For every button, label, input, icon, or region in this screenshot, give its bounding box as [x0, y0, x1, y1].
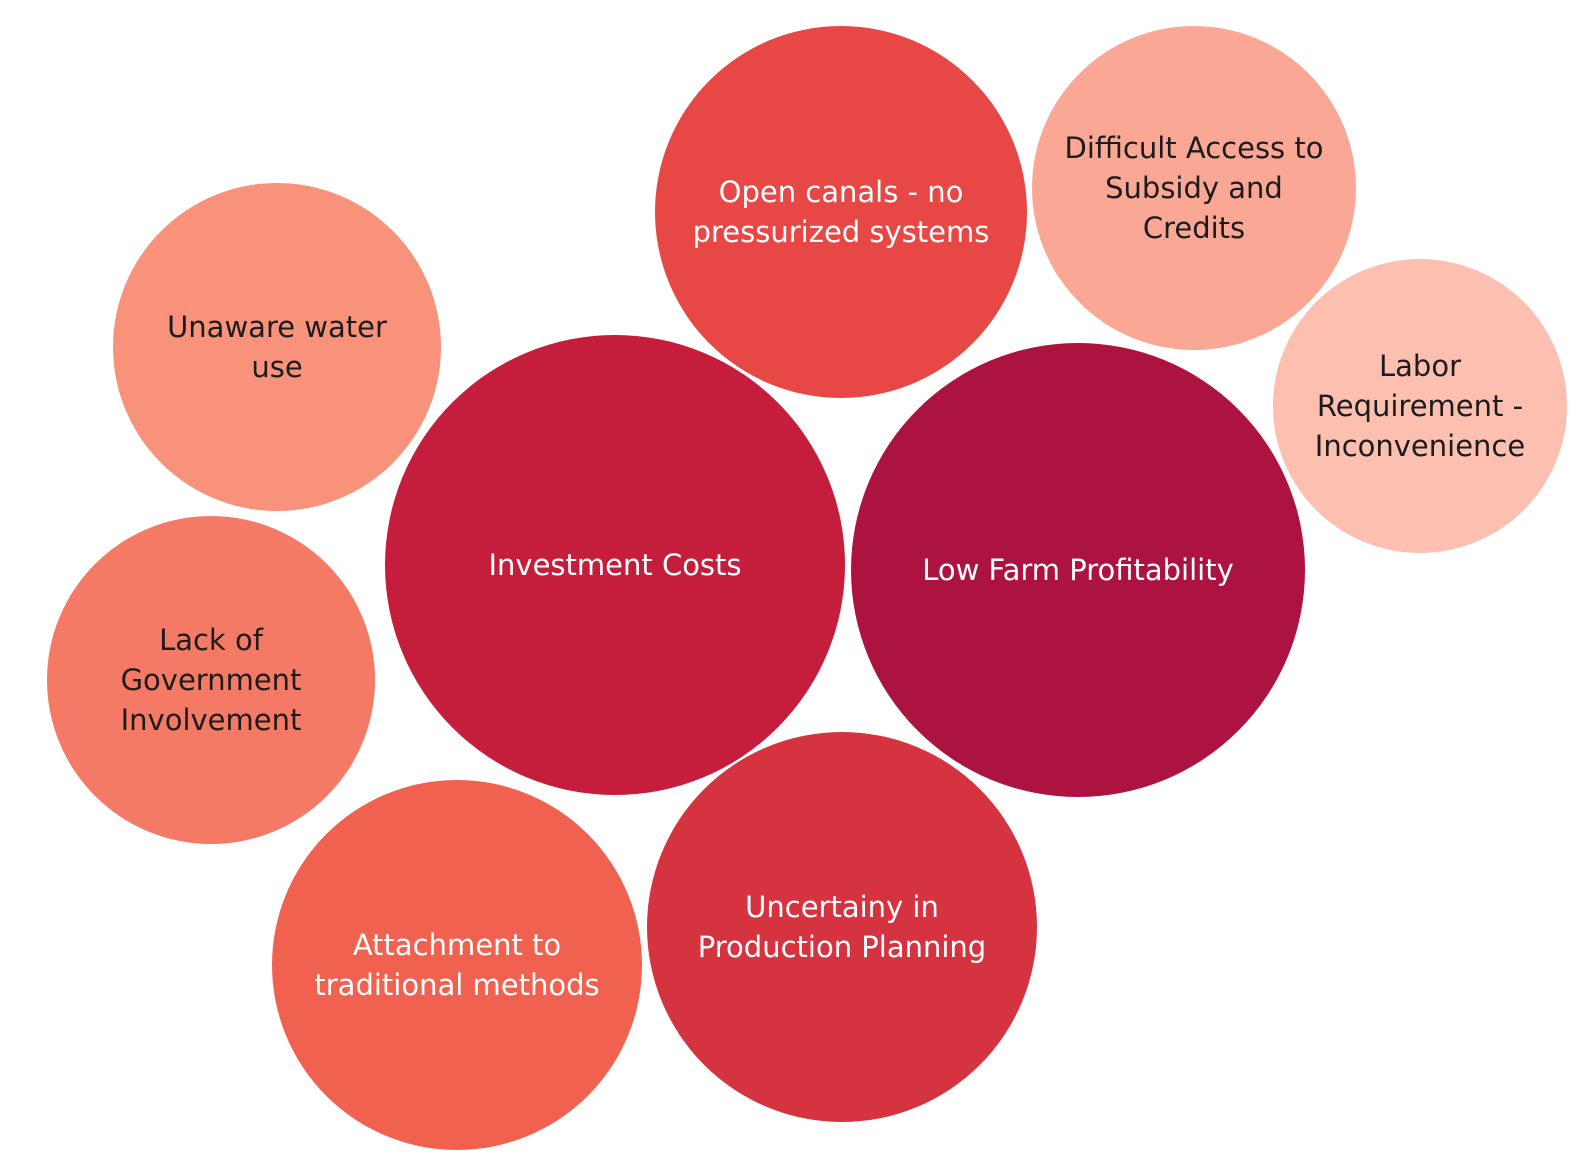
bubble-low-farm-profitability[interactable]: Low Farm Profitability: [851, 343, 1305, 797]
bubble-label: Low Farm Profitability: [922, 552, 1234, 587]
bubble-investment-costs[interactable]: Investment Costs: [385, 335, 845, 795]
bubble-label: Investment Costs: [488, 547, 742, 582]
